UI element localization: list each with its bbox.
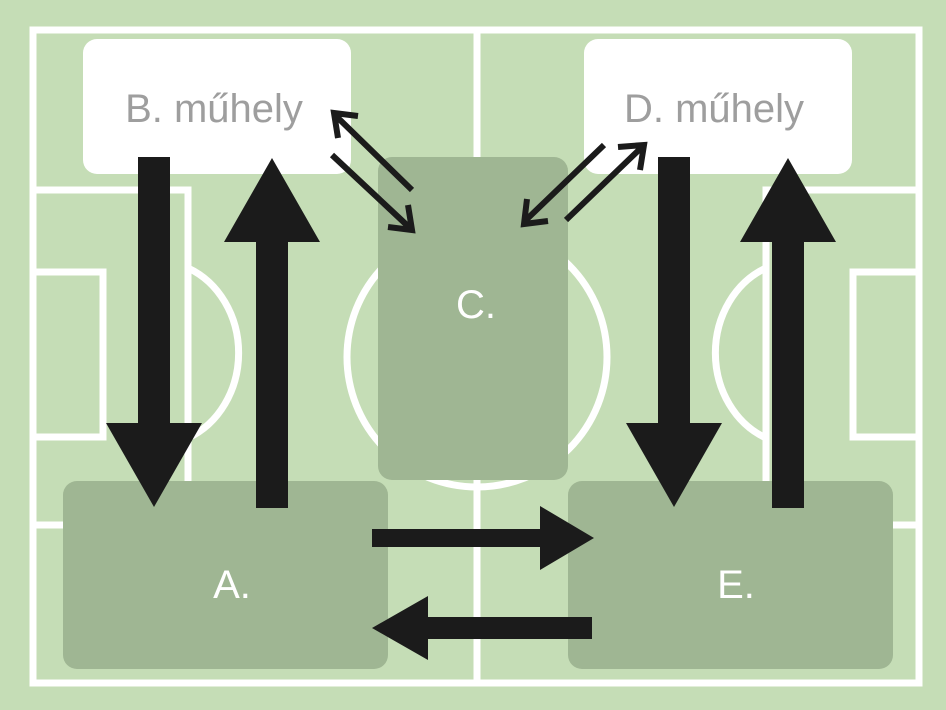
arrow-d-to-e — [626, 157, 722, 507]
arrow-c-to-d — [563, 141, 648, 223]
arrow-e-to-d — [740, 158, 836, 508]
right-goal-area — [849, 268, 923, 441]
arrow-c-to-b — [330, 109, 415, 193]
arrow-a-to-b — [224, 158, 320, 508]
zone-c — [378, 157, 568, 480]
arrow-d-to-c — [520, 142, 607, 228]
zone-e-label: E. — [717, 563, 755, 607]
right-penalty-arc — [711, 264, 768, 442]
zone-c-label: C. — [456, 283, 496, 327]
workshop-d-label: D. műhely — [624, 87, 804, 131]
zone-e — [568, 481, 893, 669]
left-penalty-arc — [186, 264, 243, 442]
arrows-b-c — [329, 109, 416, 234]
workshop-b-label: B. műhely — [125, 87, 303, 131]
zone-a-label: A. — [213, 563, 251, 607]
arrow-e-to-a — [372, 596, 592, 660]
arrow-a-to-e — [372, 506, 594, 570]
left-goal-area — [29, 268, 107, 441]
zone-a — [63, 481, 388, 669]
pitch-markings — [29, 26, 923, 687]
arrows-d-c — [520, 141, 648, 228]
workshop-d-box — [584, 39, 852, 174]
arrow-b-to-c — [329, 152, 416, 234]
arrow-b-to-a — [106, 157, 202, 507]
workshop-b-box — [83, 39, 351, 174]
